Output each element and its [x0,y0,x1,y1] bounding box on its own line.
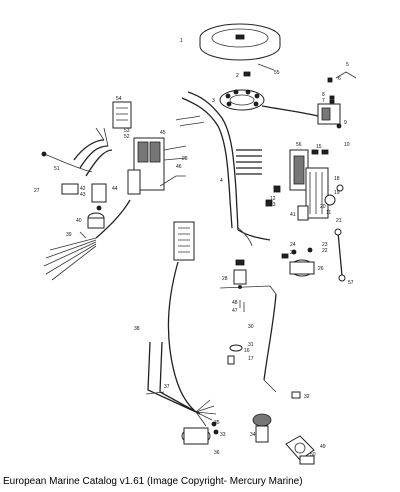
callout-41: 41 [290,212,296,218]
callout-29: 29 [182,156,188,162]
callout-43: 43 [80,192,86,198]
spark-plug-leads [73,127,113,177]
callout-32: 32 [304,394,310,400]
callout-9: 9 [344,120,347,126]
switch-panel [285,435,315,465]
callout-57: 57 [348,280,354,286]
callout-34: 34 [250,432,256,438]
callout-1: 1 [180,38,183,44]
starter-solenoid [87,212,105,229]
bracket [219,285,277,295]
fuse-holder [233,259,247,285]
main-harness [175,91,271,247]
callout-5: 5 [346,62,349,68]
callout-54: 54 [116,96,122,102]
callout-4: 4 [220,178,223,184]
callout-52: 52 [124,134,130,140]
callout-21: 21 [336,218,342,224]
callout-20: 20 [320,204,326,210]
callout-10: 10 [344,142,350,148]
control-cable [167,261,217,427]
callout-53: 53 [124,128,130,134]
callout-15: 15 [316,144,322,150]
callout-31: 31 [248,342,254,348]
callout-16: 16 [244,348,250,354]
callout-28: 28 [222,276,228,282]
callout-25: 25 [290,250,296,256]
callout-56: 56 [296,142,302,148]
cable-clamp [227,344,243,365]
callout-labels: 1 2 3 4 5 6 7 8 9 10 11 12 13 15 16 17 1… [34,38,354,458]
callout-48: 48 [232,300,238,306]
rectifier-assembly [317,71,357,129]
throttle-link [145,341,201,415]
callout-44: 44 [112,186,118,192]
callout-33: 33 [220,432,226,438]
callout-36: 36 [214,450,220,456]
callout-40: 40 [76,218,82,224]
callout-30: 30 [248,324,254,330]
callout-26: 26 [318,266,324,272]
callout-3: 3 [212,98,215,104]
terminal-block [173,221,195,261]
tube-assembly [239,293,277,393]
plug [291,391,301,399]
relay-assembly [281,247,315,277]
battery-cable [334,228,346,282]
callout-51: 51 [54,166,60,172]
callout-11: 11 [326,210,331,216]
callout-55: 55 [274,70,280,76]
callout-8: 8 [322,92,325,98]
callout-18: 18 [334,176,340,182]
callout-2: 2 [236,73,239,79]
image-caption: European Marine Catalog v1.61 (Image Cop… [3,476,303,487]
ground-lead [41,151,107,211]
ignition-switch [181,413,272,445]
flywheel-key [243,63,275,77]
callout-12: 12 [270,196,276,202]
callout-23: 23 [322,242,328,248]
callout-22: 22 [322,248,328,254]
flywheel [199,23,281,61]
stator [219,89,319,117]
callout-6: 6 [338,76,341,82]
callout-24: 24 [290,242,296,248]
callout-47: 47 [232,308,238,314]
callout-7: 7 [322,98,325,104]
callout-46: 46 [176,164,182,170]
callout-27: 27 [34,188,40,194]
callout-17: 17 [248,356,254,362]
callout-39: 39 [66,232,72,238]
callout-45: 45 [160,130,166,136]
switch-box [265,149,344,221]
callout-38: 38 [134,326,140,332]
callout-37: 37 [164,384,170,390]
callout-50: 50 [310,452,316,458]
callout-49: 49 [320,444,326,450]
callout-35: 35 [214,420,220,426]
callout-19: 19 [334,190,340,196]
callout-13: 13 [270,202,276,208]
left-wire-bundle [43,199,131,281]
ignition-coil-pack [112,101,187,195]
parts-diagram: 1 2 3 4 5 6 7 8 9 10 11 12 13 15 16 17 1… [34,23,357,465]
callout-42: 42 [80,186,86,192]
